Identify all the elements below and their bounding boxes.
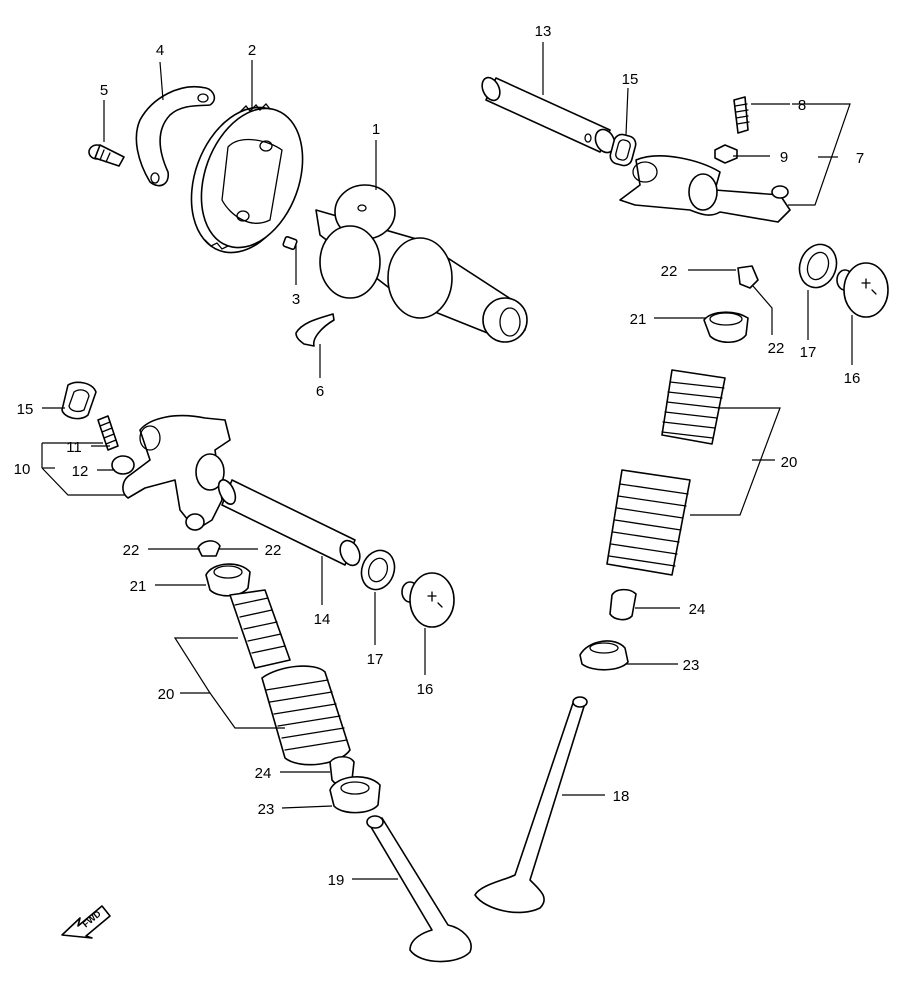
callout-17-right: 17 [800,344,817,361]
adjusting-screw-part-11 [97,415,119,451]
o-ring-part-15-left [61,381,97,420]
callout-8: 8 [798,97,806,114]
tappet-cap-part-16-right [836,262,889,318]
callout-4: 4 [156,42,164,59]
spring-retainer-part-21-right [703,311,749,344]
tappet-cap-part-16-left [401,572,455,628]
camshaft-part-1 [315,184,528,343]
callout-11: 11 [66,439,82,456]
rocker-arm-part-10 [122,414,231,531]
callout-24-right: 24 [689,601,706,618]
dowel-pin-part-3 [282,236,298,250]
callout-3: 3 [292,291,300,308]
retainer-plate-part-4 [135,86,216,187]
stem-seal-part-24-right [609,588,637,621]
valve-part-18 [474,696,588,914]
callout-15-left: 15 [17,401,34,418]
callout-22-right-top: 22 [661,263,678,280]
callout-21-left: 21 [130,578,147,595]
callout-22-right-bottom: 22 [768,340,785,357]
valve-part-19 [366,815,472,963]
callout-2: 2 [248,42,256,59]
o-ring-part-15-right [609,133,637,167]
forward-arrow-icon: FWD [61,905,111,939]
callout-17-left: 17 [367,651,384,668]
callout-16-right: 16 [844,370,861,387]
callout-16-left: 16 [417,681,434,698]
callout-labels: 1 2 3 4 5 6 7 8 9 10 11 12 13 14 15 15 1… [14,23,865,889]
callout-14: 14 [314,611,331,628]
circlip-part-6 [295,313,335,347]
o-ring-part-17-left [360,549,396,591]
o-ring-part-17-right [798,243,838,289]
callout-21-right: 21 [630,311,647,328]
valve-cotter-part-22-left [197,540,221,557]
callout-22-left-b: 22 [265,542,282,559]
callout-20-left: 20 [158,686,175,703]
rocker-arm-part-7 [619,155,791,223]
callout-15-right: 15 [622,71,639,88]
spring-retainer-part-21-left [205,563,251,597]
callout-13: 13 [535,23,552,40]
valve-cotter-part-22-right [737,265,759,289]
lock-nut-part-9 [714,144,738,164]
callout-24-left: 24 [255,765,272,782]
callout-10: 10 [14,461,31,478]
valve-spring-part-20-right [606,369,726,576]
adjusting-screw-part-8 [733,96,750,134]
callout-18: 18 [613,788,630,805]
spring-seat-part-23-left [329,775,381,814]
callout-1: 1 [372,121,380,138]
callout-23-right: 23 [683,657,700,674]
cam-sprocket-part-2 [190,103,304,254]
callout-20-right: 20 [781,454,798,471]
rocker-shaft-part-13 [481,76,616,154]
callout-22-left-a: 22 [123,542,140,559]
valve-spring-part-20-left [229,589,351,766]
bolt-part-5 [88,144,125,167]
callout-7: 7 [856,150,864,167]
callout-5: 5 [100,82,108,99]
leader-lines [41,42,853,880]
lock-nut-part-12 [111,455,135,475]
callout-23-left: 23 [258,801,275,818]
callout-9: 9 [780,149,788,166]
callout-6: 6 [316,383,324,400]
callout-12: 12 [72,463,89,480]
spring-seat-part-23-right [579,640,629,671]
rocker-shaft-part-14 [217,479,361,567]
callout-19: 19 [328,872,345,889]
